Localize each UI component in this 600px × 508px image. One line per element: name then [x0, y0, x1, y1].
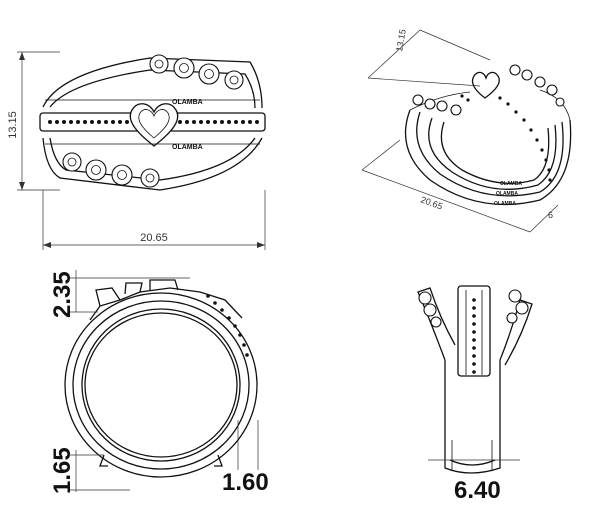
iso-width-label: 20.65	[419, 194, 444, 211]
iso-height-label: 13.15	[394, 28, 408, 52]
pave-stones-front	[48, 120, 259, 124]
side-view: 2.35 1.65 1.60	[49, 270, 269, 496]
front-view: 13.15 20.65 OLAMBA	[7, 51, 266, 250]
brand-engraving-iso-2: OLAMBA	[496, 191, 518, 197]
pave-stones-iso	[460, 94, 552, 182]
front-height-label: 13.15	[7, 111, 19, 139]
brand-engraving-top: OLAMBA	[172, 99, 203, 106]
side-band-dimension: 1.60	[222, 469, 269, 496]
iso-depth-label: 6	[548, 210, 553, 220]
pave-stones-profile	[472, 298, 476, 374]
side-bottom-dimension: 1.65	[49, 447, 76, 494]
brand-engraving-iso-3: OLAMBA	[494, 201, 516, 207]
brand-engraving-bottom: OLAMBA	[172, 144, 203, 151]
isometric-view: 13.15 20.65 6 OLAMBA OLAMBA OLAMBA	[361, 28, 572, 233]
profile-view: 6.40	[417, 285, 533, 504]
pave-stones-side	[206, 294, 249, 357]
front-width-label: 20.65	[140, 232, 168, 244]
heart-motif	[129, 103, 179, 147]
side-top-dimension: 2.35	[49, 271, 76, 318]
brand-engraving-iso-1: OLAMBA	[500, 181, 522, 187]
profile-width-dimension: 6.40	[454, 477, 501, 504]
